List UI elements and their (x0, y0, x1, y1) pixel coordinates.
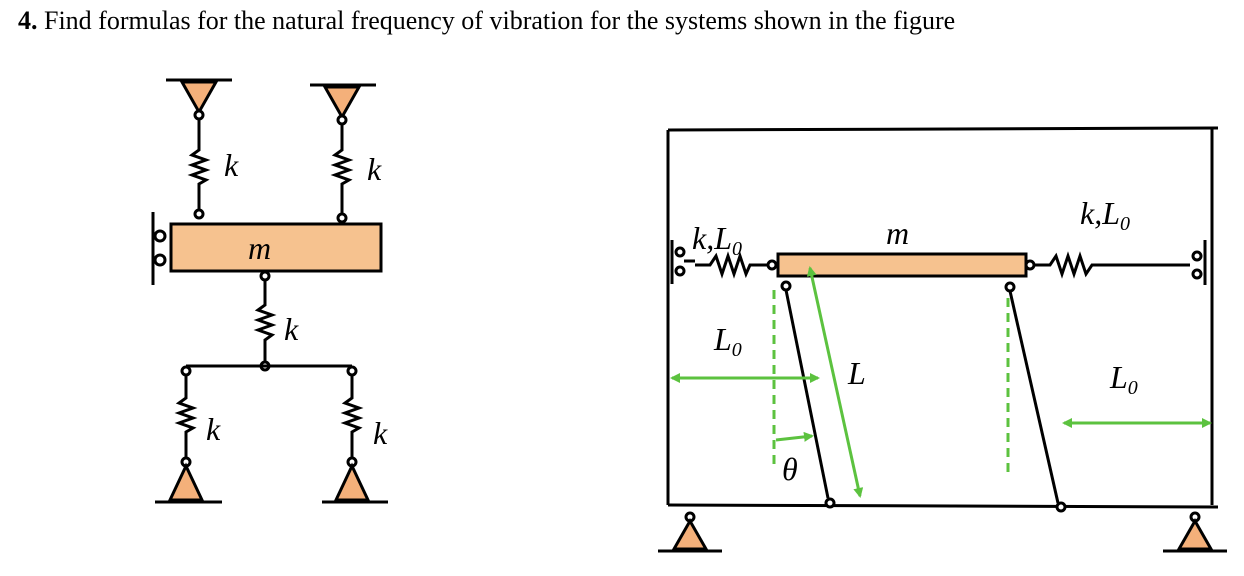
right-spring-label-sub: 0 (1120, 213, 1130, 235)
problem-number: 4. (18, 6, 38, 35)
right-spring-label: k,L0 (1080, 195, 1130, 235)
spring-label-middle: k (284, 311, 299, 347)
spring-icon (330, 124, 354, 214)
dim-arrow-bar-L (806, 266, 864, 498)
right-spring-label-main: k,L (1080, 195, 1120, 231)
hinge-icon (1055, 501, 1067, 513)
roller-guide-icon (151, 212, 167, 285)
frame-bottom (667, 503, 1219, 509)
spring-label-bottom-left: k (206, 411, 221, 447)
left-roller-guide-icon (670, 240, 695, 284)
spring-icon (253, 280, 277, 363)
hinge-icon (1004, 281, 1016, 293)
spring-icon (340, 375, 364, 458)
left-spring-label: k,L0 (692, 220, 742, 260)
left-spring-label-sub: 0 (732, 238, 742, 260)
bottom-left-support-icon (155, 462, 222, 504)
left-spring-label-main: k,L (692, 220, 732, 256)
dim-right-label-sub: 0 (1128, 377, 1138, 399)
top-left-support-icon (166, 78, 232, 121)
top-right-support-icon (310, 83, 376, 126)
dim-left-label: L0 (713, 321, 742, 361)
spring-icon (1034, 251, 1190, 279)
angle-arrow-theta (775, 431, 814, 442)
bottom-right-support-icon (322, 462, 388, 504)
dim-right-label-main: L (1109, 359, 1128, 395)
left-mass-label: m (248, 230, 271, 266)
hinge-icon (824, 497, 836, 509)
problem-text: Find formulas for the natural frequency … (44, 6, 956, 35)
spring-label-bottom-right: k (373, 415, 388, 451)
right-roller-guide-icon (1191, 240, 1207, 285)
spring-label-top-left: k (224, 147, 239, 183)
right-fig-support-right-icon (1163, 511, 1227, 553)
hinge-icon (780, 280, 792, 292)
dim-left-label-sub: 0 (732, 339, 742, 361)
dim-right-label: L0 (1109, 359, 1138, 399)
right-mass-bar (776, 252, 1028, 278)
angle-label: θ (782, 451, 798, 487)
dimension-annotations (670, 266, 1212, 498)
problem-statement: 4. Find formulas for the natural frequen… (18, 6, 955, 36)
spring-icon (187, 119, 211, 210)
frame-top (667, 126, 1219, 132)
spring-icon (174, 375, 198, 458)
left-mass-block (169, 222, 383, 273)
left-figure (151, 78, 388, 504)
spring-icon (695, 251, 768, 279)
dim-left-label-main: L (713, 321, 732, 357)
right-mass-label: m (886, 215, 909, 251)
right-figure (658, 126, 1227, 553)
bar-length-label: L (847, 355, 866, 391)
pendulum-link-right (1008, 290, 1060, 504)
spring-label-top-right: k (367, 151, 382, 187)
right-fig-support-left-icon (658, 511, 722, 553)
